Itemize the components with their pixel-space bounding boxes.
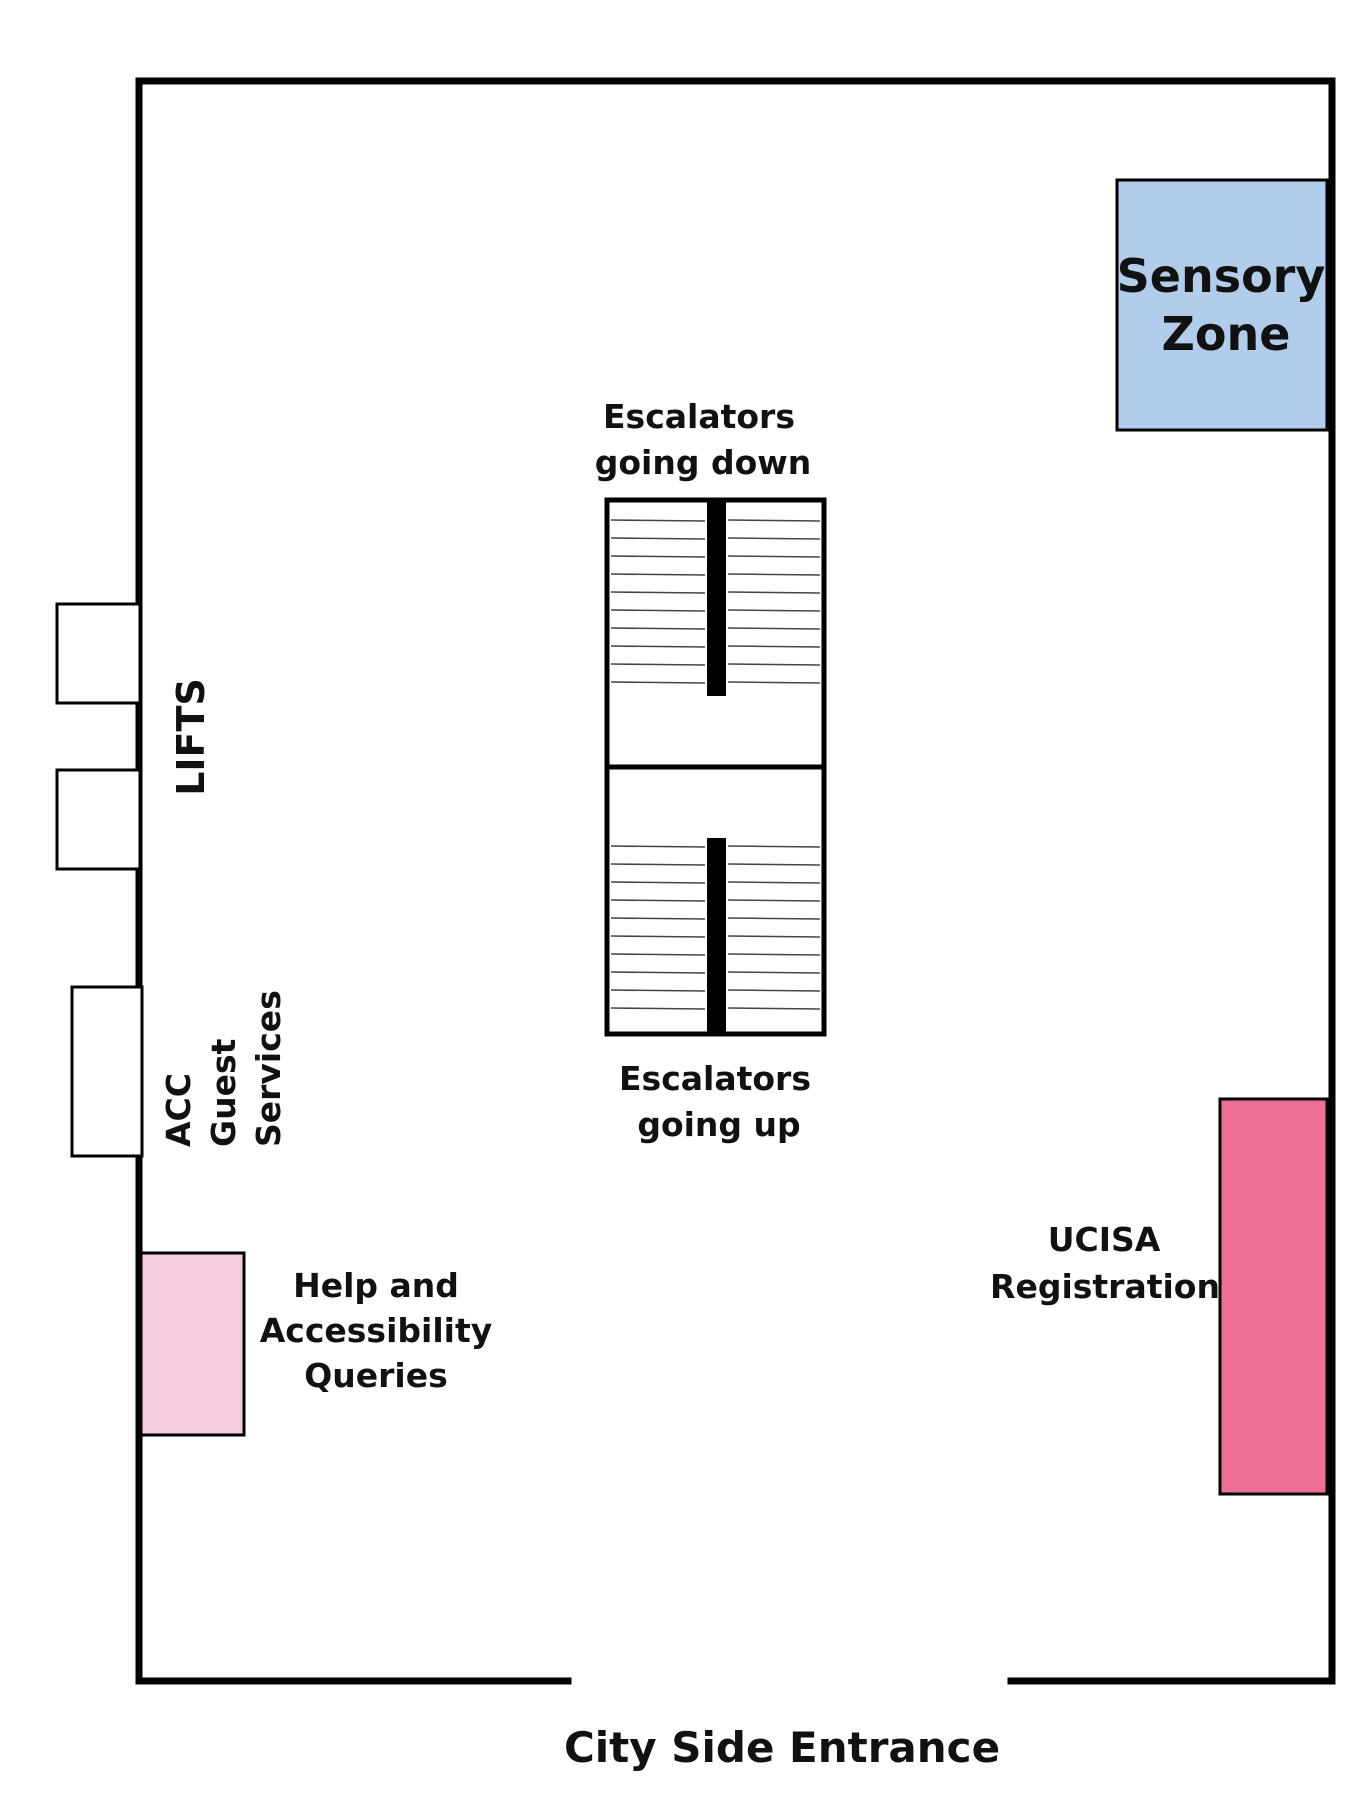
escalators-up-handrail xyxy=(707,838,726,1034)
escalator-step xyxy=(727,881,821,884)
lift-1[interactable] xyxy=(55,602,142,705)
escalator-step xyxy=(610,863,706,866)
help-accessibility-label: Queries xyxy=(304,1356,448,1395)
escalator-step xyxy=(610,537,706,540)
help-accessibility-label: Accessibility xyxy=(260,1311,492,1350)
sensory-zone-label: Zone xyxy=(1162,307,1291,361)
help-accessibility-area[interactable] xyxy=(139,1251,246,1437)
escalator-step xyxy=(610,1007,706,1010)
escalator-step xyxy=(610,645,706,648)
escalator-step xyxy=(610,609,706,612)
escalator-step xyxy=(727,681,821,684)
escalator-step xyxy=(610,935,706,938)
escalators-down-label: Escalators xyxy=(603,397,795,436)
wall-left-top-right xyxy=(135,77,1336,1685)
escalator-step xyxy=(727,555,821,558)
escalator-step xyxy=(610,555,706,558)
escalator-step xyxy=(727,1007,821,1010)
escalator-step xyxy=(610,971,706,974)
escalator-step xyxy=(610,989,706,992)
escalator-step xyxy=(727,663,821,666)
escalator-step xyxy=(727,863,821,866)
escalators-up[interactable]: Escalators going up xyxy=(604,764,827,1144)
lift-2[interactable] xyxy=(55,768,142,871)
escalators-up-label: Escalators xyxy=(619,1059,811,1098)
guest-services-desk[interactable] xyxy=(70,985,144,1158)
ucisa-registration-area[interactable] xyxy=(1218,1097,1329,1496)
escalator-step xyxy=(610,573,706,576)
escalator-step xyxy=(610,663,706,666)
escalator-step xyxy=(610,899,706,902)
escalator-step xyxy=(727,971,821,974)
escalator-step xyxy=(610,917,706,920)
ucisa-registration-label: UCISA xyxy=(1048,1220,1161,1259)
help-accessibility-desk[interactable]: Help and Accessibility Queries xyxy=(139,1251,492,1437)
help-accessibility-label: Help and xyxy=(293,1266,459,1305)
guest-services-label: Guest xyxy=(204,1038,243,1147)
escalators-up-label: going up xyxy=(637,1105,800,1144)
escalator-step xyxy=(610,881,706,884)
ucisa-registration-label: Registration xyxy=(990,1267,1220,1306)
guest-services-label: ACC xyxy=(159,1073,198,1147)
guest-services[interactable]: ACC Guest Services xyxy=(70,985,288,1158)
escalator-step xyxy=(610,845,706,848)
escalator-step xyxy=(727,537,821,540)
escalators-down-handrail xyxy=(707,500,726,696)
escalator-step xyxy=(610,681,706,684)
escalator-step xyxy=(727,953,821,956)
lifts[interactable]: LIFTS xyxy=(55,602,213,871)
escalator-step xyxy=(727,899,821,902)
escalator-step xyxy=(610,627,706,630)
ucisa-registration[interactable]: UCISA Registration xyxy=(990,1097,1329,1496)
lifts-label: LIFTS xyxy=(169,678,213,796)
escalator-step xyxy=(727,917,821,920)
escalator-step xyxy=(727,519,821,522)
escalator-step xyxy=(727,935,821,938)
escalator-step xyxy=(610,953,706,956)
sensory-zone[interactable]: Sensory Zone xyxy=(1115,178,1329,432)
escalator-step xyxy=(727,845,821,848)
escalator-step xyxy=(727,645,821,648)
escalator-step xyxy=(727,627,821,630)
sensory-zone-area[interactable] xyxy=(1115,178,1329,432)
guest-services-label: Services xyxy=(249,990,288,1147)
escalators-down-steps xyxy=(610,519,821,684)
escalator-step xyxy=(610,591,706,594)
escalator-step xyxy=(610,519,706,522)
escalator-step xyxy=(727,989,821,992)
escalators-down-label: going down xyxy=(595,443,811,482)
escalators-down[interactable]: Escalators going down xyxy=(595,397,827,770)
escalator-step xyxy=(727,591,821,594)
city-side-entrance-label: City Side Entrance xyxy=(564,1723,1000,1772)
escalators-up-steps xyxy=(610,845,821,1010)
sensory-zone-label: Sensory xyxy=(1117,249,1326,303)
venue-walls xyxy=(135,77,1336,1685)
escalator-step xyxy=(727,609,821,612)
escalator-step xyxy=(727,573,821,576)
